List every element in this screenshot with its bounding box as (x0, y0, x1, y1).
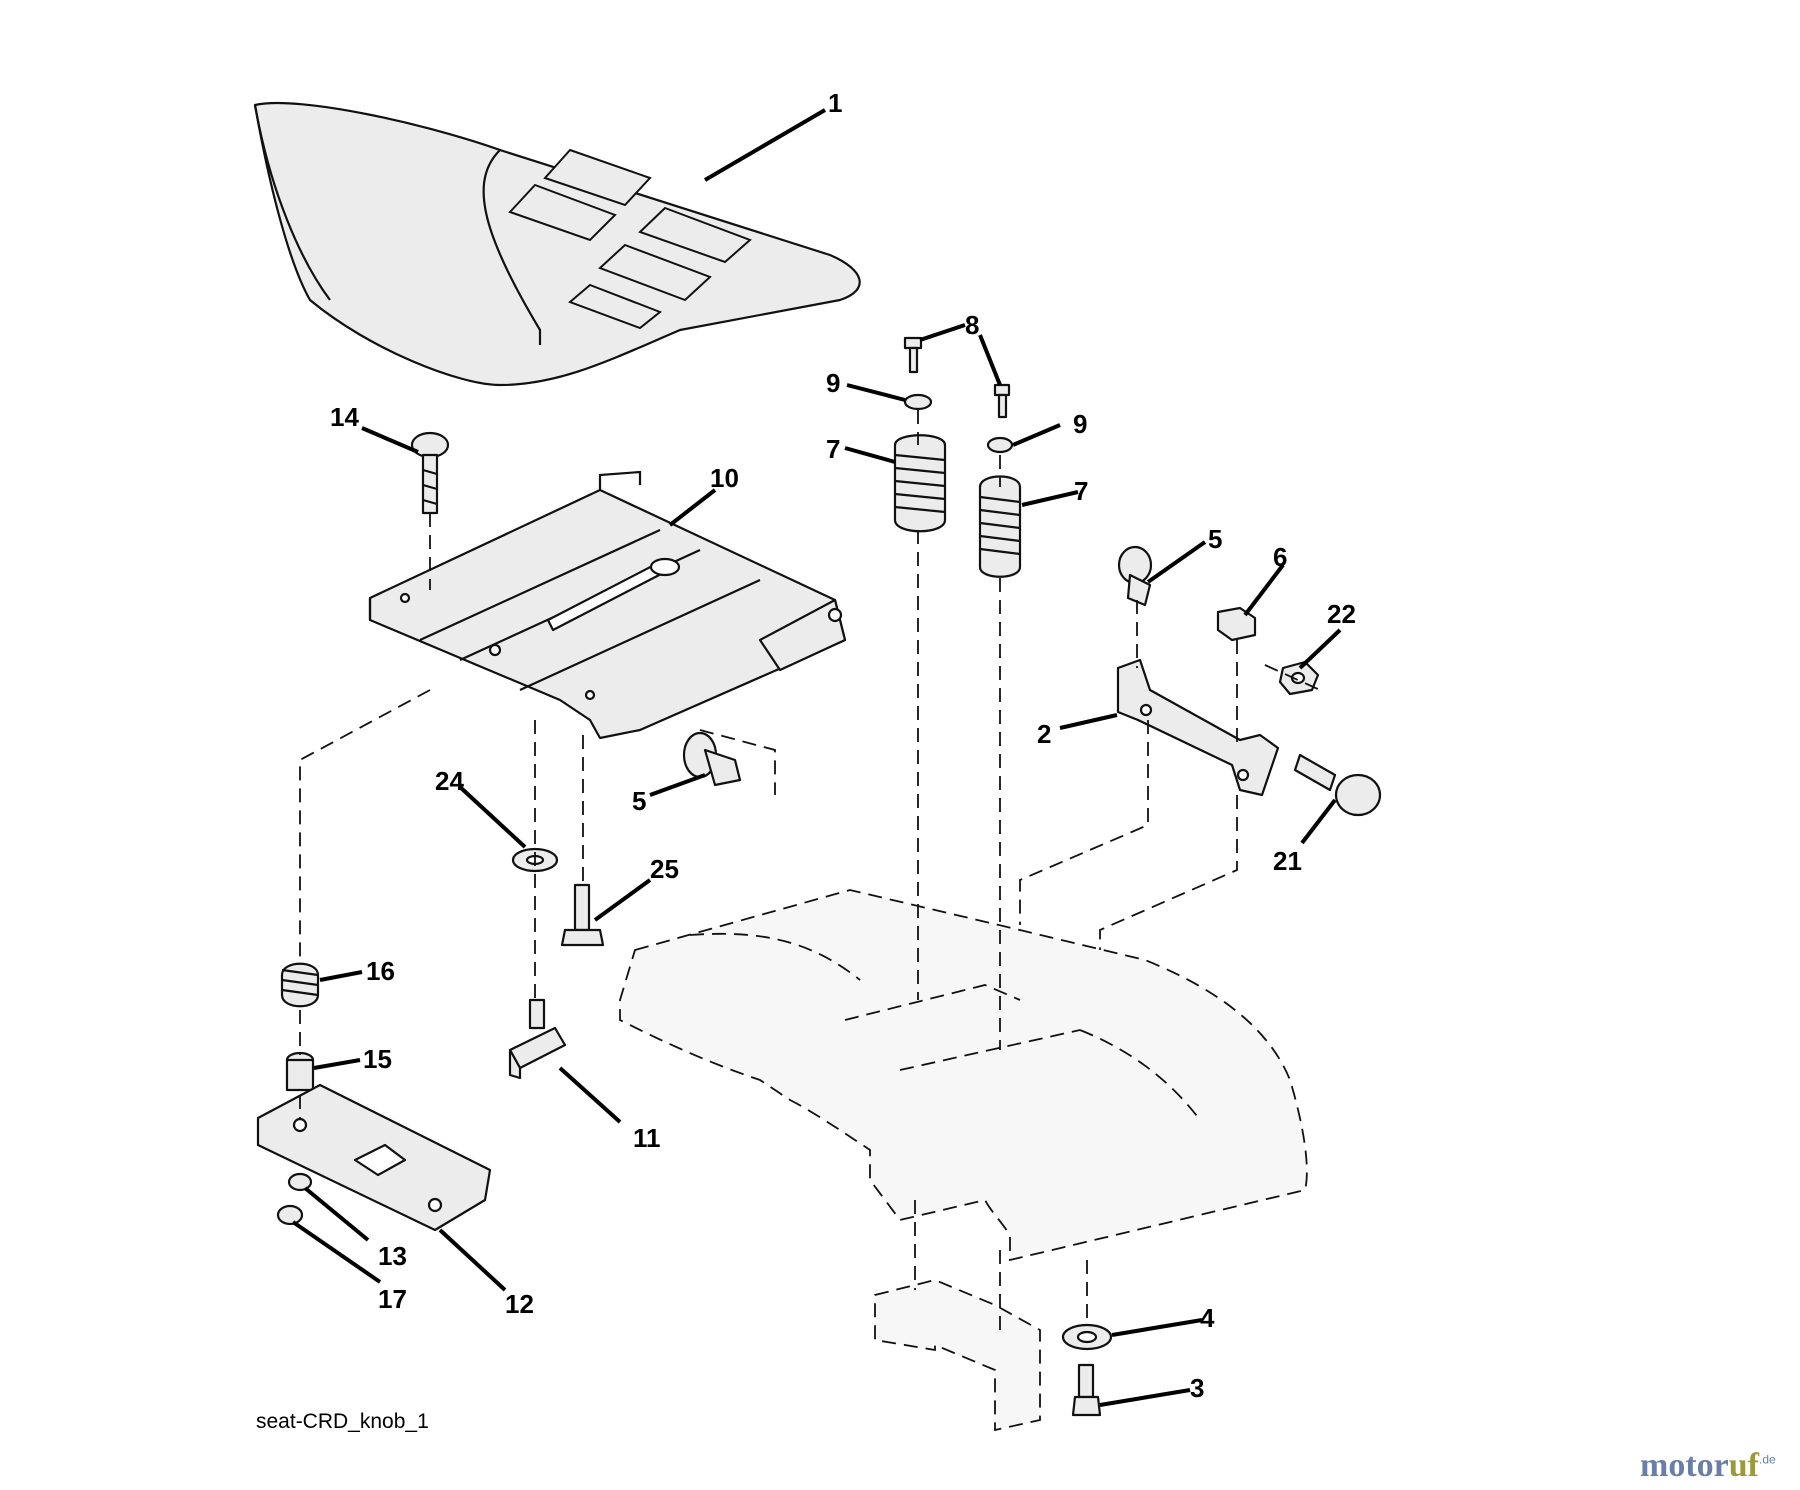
nut-6-part (1216, 606, 1257, 642)
callout-3: 3 (1190, 1373, 1204, 1403)
callout-5-left: 5 (632, 786, 646, 816)
mounting-bracket-part (1116, 658, 1280, 797)
watermark-logo: motoruf.de (1640, 1447, 1776, 1485)
callout-17: 17 (378, 1284, 407, 1314)
seat-spring-right-part (978, 475, 1022, 578)
callout-14: 14 (330, 402, 359, 432)
callout-12: 12 (505, 1289, 534, 1319)
hex-bolt-3-part (1071, 1363, 1102, 1417)
callout-15: 15 (363, 1044, 392, 1074)
callout-7-left: 7 (826, 434, 840, 464)
washer-4-part (1061, 1323, 1113, 1351)
shoulder-bolt-21-part (1293, 753, 1382, 817)
callout-16: 16 (366, 956, 395, 986)
callout-22: 22 (1327, 599, 1356, 629)
washer-9-left-part (903, 393, 933, 411)
watermark-brand-main: motor (1640, 1447, 1729, 1484)
tractor-frame-reference (619, 889, 1308, 1432)
callout-labels: 1 10 14 24 5 25 16 15 11 13 17 12 8 9 9 … (330, 88, 1356, 1403)
callout-5-right: 5 (1208, 524, 1222, 554)
hex-nut-13-part (287, 1172, 313, 1192)
assembly-lines (299, 410, 1321, 1330)
callout-11: 11 (633, 1123, 661, 1153)
switch-clip-left-part (682, 731, 742, 787)
seat-knob-part (508, 998, 567, 1080)
callout-2: 2 (1037, 719, 1051, 749)
bolt-8-right-part (993, 383, 1011, 419)
callout-25: 25 (650, 854, 679, 884)
callout-21: 21 (1273, 846, 1302, 876)
seat-spring-left-part (893, 434, 947, 533)
diagram-caption: seat-CRD_knob_1 (256, 1410, 429, 1433)
callout-9-right: 9 (1073, 409, 1087, 439)
shoulder-bolt-25-part (560, 883, 605, 947)
washer-9-right-part (986, 436, 1014, 454)
callout-6: 6 (1273, 542, 1287, 572)
carriage-bolt-part (410, 431, 450, 515)
callout-10: 10 (710, 463, 739, 493)
watermark-brand-accent: uf (1728, 1447, 1759, 1484)
callout-9-left: 9 (826, 368, 840, 398)
spacer-part (285, 1051, 315, 1092)
callout-4: 4 (1200, 1303, 1215, 1333)
small-spring-part (280, 962, 320, 1008)
seat-pan-part (368, 470, 847, 740)
pivot-bracket-part (256, 1083, 492, 1232)
bolt-8-left-part (903, 336, 923, 374)
leader-lines (291, 108, 1342, 1407)
hex-nut-17-part (276, 1204, 304, 1226)
watermark-brand-suffix: .de (1758, 1452, 1776, 1467)
callout-7-right: 7 (1074, 476, 1088, 506)
callout-13: 13 (378, 1241, 407, 1271)
seat-part (253, 101, 861, 387)
callout-8: 8 (965, 310, 979, 340)
switch-clip-right-part (1117, 545, 1153, 607)
callout-1: 1 (828, 88, 842, 118)
callout-24: 24 (435, 766, 464, 796)
